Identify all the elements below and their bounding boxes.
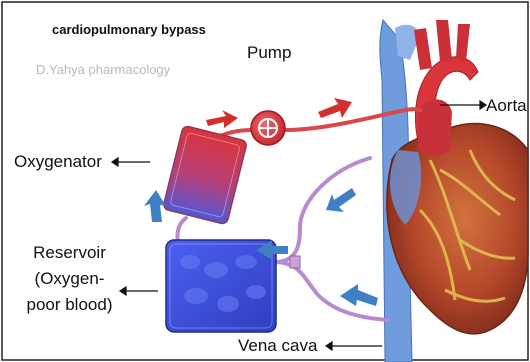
watermark-text: D.Yahya pharmacology — [36, 62, 170, 77]
label-oxygenator: Oxygenator — [14, 152, 102, 172]
aorta-branch-3 — [414, 28, 432, 70]
flow-arrow-icon — [326, 188, 356, 212]
flow-arrow-icon — [206, 110, 238, 128]
aorta-branch-1 — [436, 20, 452, 62]
pump-icon — [251, 111, 285, 145]
flow-arrow-icon — [340, 284, 378, 306]
diagram-title: cardiopulmonary bypass — [52, 22, 206, 37]
flow-arrow-icon — [318, 98, 352, 118]
label-aorta: Aorta — [486, 96, 527, 116]
aorta-branch-2 — [456, 24, 470, 62]
aorta-root — [418, 99, 452, 155]
label-vena-cava: Vena cava — [238, 336, 317, 356]
oxygenator-device — [163, 125, 248, 224]
label-pump: Pump — [247, 43, 291, 63]
tubing-connector — [290, 256, 300, 268]
label-reservoir: Reservoir (Oxygen-poor blood) — [22, 240, 117, 318]
flow-arrow-icon — [144, 190, 166, 222]
reservoir-device — [166, 240, 276, 332]
